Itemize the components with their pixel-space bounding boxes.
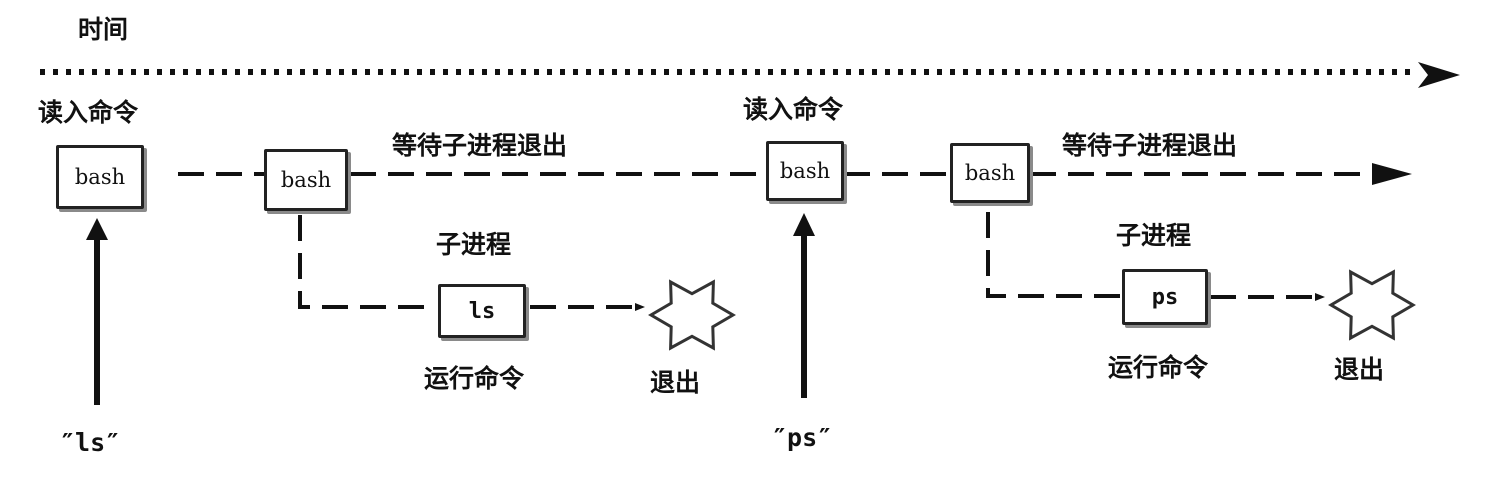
- run-command-label-2: 运行命令: [1108, 353, 1209, 382]
- input-command-ls: ″ls″: [60, 428, 121, 457]
- fork-branch-line-2: [986, 212, 1122, 298]
- input-arrowhead-1: [86, 218, 108, 240]
- bash-shell-box-2: bash: [766, 141, 844, 201]
- exit-label-2: 退出: [1334, 355, 1385, 384]
- timeline-arrowhead: [1418, 62, 1460, 88]
- child-process-label-1: 子进程: [436, 230, 512, 259]
- exit-star-2: [1328, 269, 1416, 341]
- wait-child-label-1: 等待子进程退出: [392, 131, 568, 160]
- wait-child-label-2: 等待子进程退出: [1062, 131, 1238, 160]
- input-command-ps: ″ps″: [772, 423, 833, 452]
- main-flow-arrowhead: [1372, 163, 1412, 185]
- bash-fork-box-2: bash: [950, 143, 1030, 203]
- run-command-label-1: 运行命令: [424, 364, 525, 393]
- read-command-label-2: 读入命令: [743, 95, 844, 124]
- fork-branch-line-1: [298, 215, 436, 309]
- child-process-label-2: 子进程: [1116, 221, 1192, 250]
- exit-star-1: [648, 279, 736, 351]
- child-process-box-ls: ls: [438, 284, 526, 338]
- read-command-label-1: 读入命令: [38, 98, 139, 127]
- bash-fork-box-1: bash: [264, 149, 348, 211]
- bash-shell-box-1: bash: [56, 145, 144, 209]
- exit-label-1: 退出: [650, 368, 701, 397]
- timeline-label: 时间: [78, 15, 129, 44]
- child-process-box-ps: ps: [1122, 269, 1208, 325]
- input-arrowhead-2: [793, 213, 815, 236]
